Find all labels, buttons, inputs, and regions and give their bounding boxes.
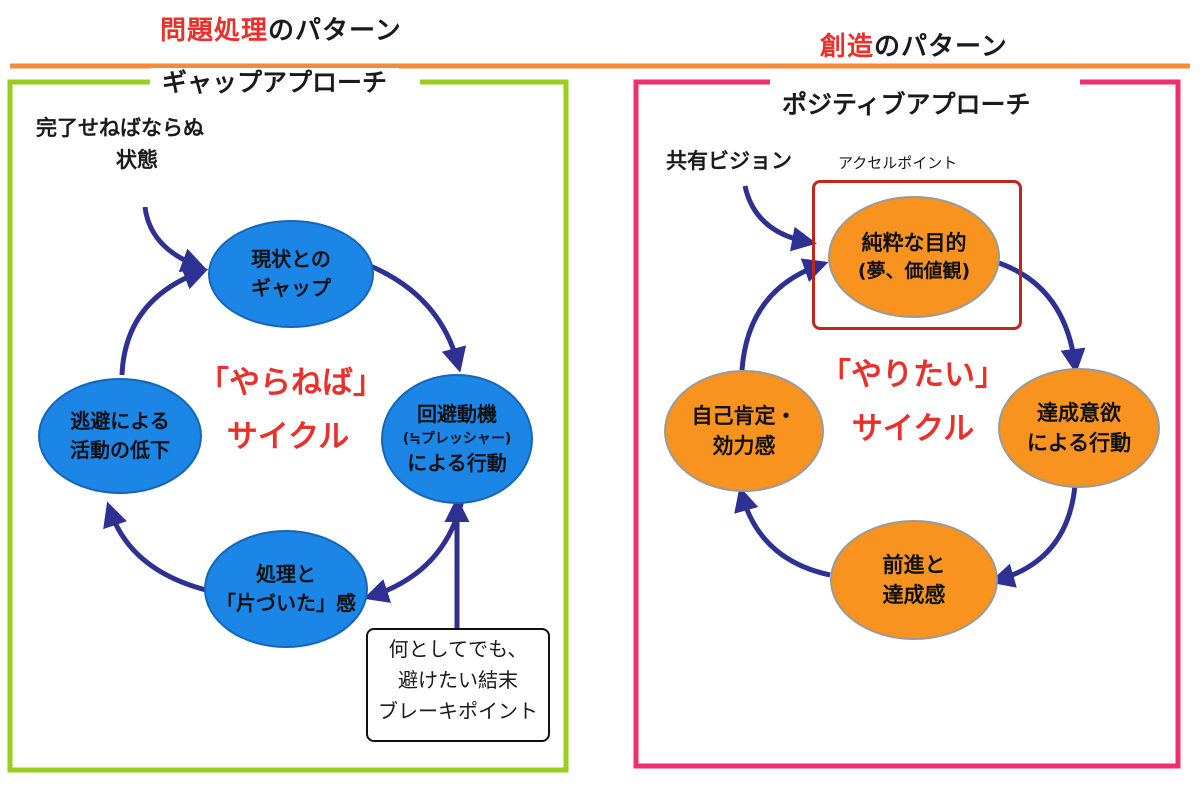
node-efficacy-line1: 自己肯定・ bbox=[691, 403, 797, 428]
left-input-line2: 状態 bbox=[116, 147, 158, 172]
arrow-done-to-escape bbox=[103, 501, 207, 593]
node-progress-line1: 前進と bbox=[882, 552, 946, 577]
node-gap: 現状との ギャップ bbox=[208, 220, 374, 328]
node-motivation: 達成意欲 による行動 bbox=[998, 368, 1160, 488]
left-input-line1: 完了せねばならぬ bbox=[36, 116, 204, 140]
node-done-line2: 「片づいた」感 bbox=[216, 591, 356, 615]
node-motivation-line2: による行動 bbox=[1026, 431, 1132, 455]
left-cycle-line1: 「やらねば」 bbox=[198, 365, 384, 401]
break-point-line2: 避けたい結末 bbox=[398, 668, 518, 692]
node-motivation-line1: 達成意欲 bbox=[1037, 400, 1121, 425]
left-cycle-label: 「やらねば」 サイクル bbox=[198, 356, 384, 465]
arrow-purpose-to-motivation bbox=[995, 259, 1086, 374]
node-avoid: 回避動機 (≒プレッシャー) による行動 bbox=[381, 374, 533, 504]
node-purpose: 純粋な目的 (夢、価値観) bbox=[828, 196, 1000, 318]
left-panel-border bbox=[7, 79, 569, 773]
break-point-line3: ブレーキポイント bbox=[378, 699, 538, 723]
arrow-efficacy-to-purpose bbox=[739, 258, 829, 371]
arrow-input-to-gap bbox=[142, 206, 207, 273]
node-progress-line2: 達成感 bbox=[882, 583, 946, 607]
right-approach-title: ポジティブアプローチ bbox=[770, 90, 1043, 120]
right-cycle-label: 「やりたい」 サイクル bbox=[818, 348, 1008, 457]
arrow-motivation-to-progress bbox=[989, 484, 1078, 588]
node-escape-line1: 逃避による bbox=[70, 409, 170, 433]
left-input-label: 完了せねばならぬ 状態 bbox=[36, 113, 204, 176]
node-done: 処理と 「片づいた」感 bbox=[204, 530, 368, 648]
node-avoid-line1: 回避動機 bbox=[417, 401, 497, 426]
arrow-progress-to-efficacy bbox=[734, 486, 831, 578]
node-progress: 前進と 達成感 bbox=[830, 520, 998, 640]
accel-label: アクセルポイント bbox=[838, 154, 958, 172]
right-header-accent: 創造 bbox=[820, 32, 875, 62]
left-approach-title: ギャップアプローチ bbox=[150, 68, 400, 98]
break-point-box: 何としてでも、 避けたい結末 ブレーキポイント bbox=[366, 628, 550, 742]
node-done-line1: 処理と bbox=[256, 562, 316, 586]
node-purpose-line2: (夢、価値観) bbox=[857, 260, 971, 283]
node-avoid-line3: による行動 bbox=[407, 451, 507, 476]
right-input-label: 共有ビジョン bbox=[666, 149, 792, 173]
left-header-accent: 問題処理 bbox=[160, 16, 269, 46]
left-header: 問題処理のパターン bbox=[160, 10, 402, 47]
arrow-vision-to-purpose bbox=[742, 185, 817, 252]
arrow-avoid-to-done bbox=[363, 499, 465, 603]
arrow-gap-to-avoid bbox=[367, 262, 467, 373]
node-efficacy-line2: 効力感 bbox=[712, 434, 776, 458]
node-avoid-line2: (≒プレッシャー) bbox=[402, 430, 512, 447]
node-purpose-line1: 純粋な目的 bbox=[861, 231, 967, 255]
break-point-line1: 何としてでも、 bbox=[388, 637, 528, 661]
right-header-rest: のパターン bbox=[874, 32, 1008, 62]
left-cycle-line2: サイクル bbox=[226, 419, 350, 456]
node-escape: 逃避による 活動の低下 bbox=[38, 378, 202, 494]
node-efficacy: 自己肯定・ 効力感 bbox=[664, 370, 824, 492]
arrow-escape-to-gap bbox=[119, 265, 209, 376]
node-gap-line1: 現状との bbox=[251, 247, 331, 271]
node-gap-line2: ギャップ bbox=[251, 276, 331, 300]
left-header-rest: のパターン bbox=[268, 16, 402, 46]
right-panel-border bbox=[633, 79, 1181, 769]
right-cycle-line2: サイクル bbox=[851, 411, 975, 448]
right-cycle-line1: 「やりたい」 bbox=[820, 357, 1006, 393]
right-header: 創造のパターン bbox=[820, 26, 1008, 63]
accel-point-box bbox=[812, 180, 1022, 330]
node-escape-line2: 活動の低下 bbox=[70, 438, 170, 462]
